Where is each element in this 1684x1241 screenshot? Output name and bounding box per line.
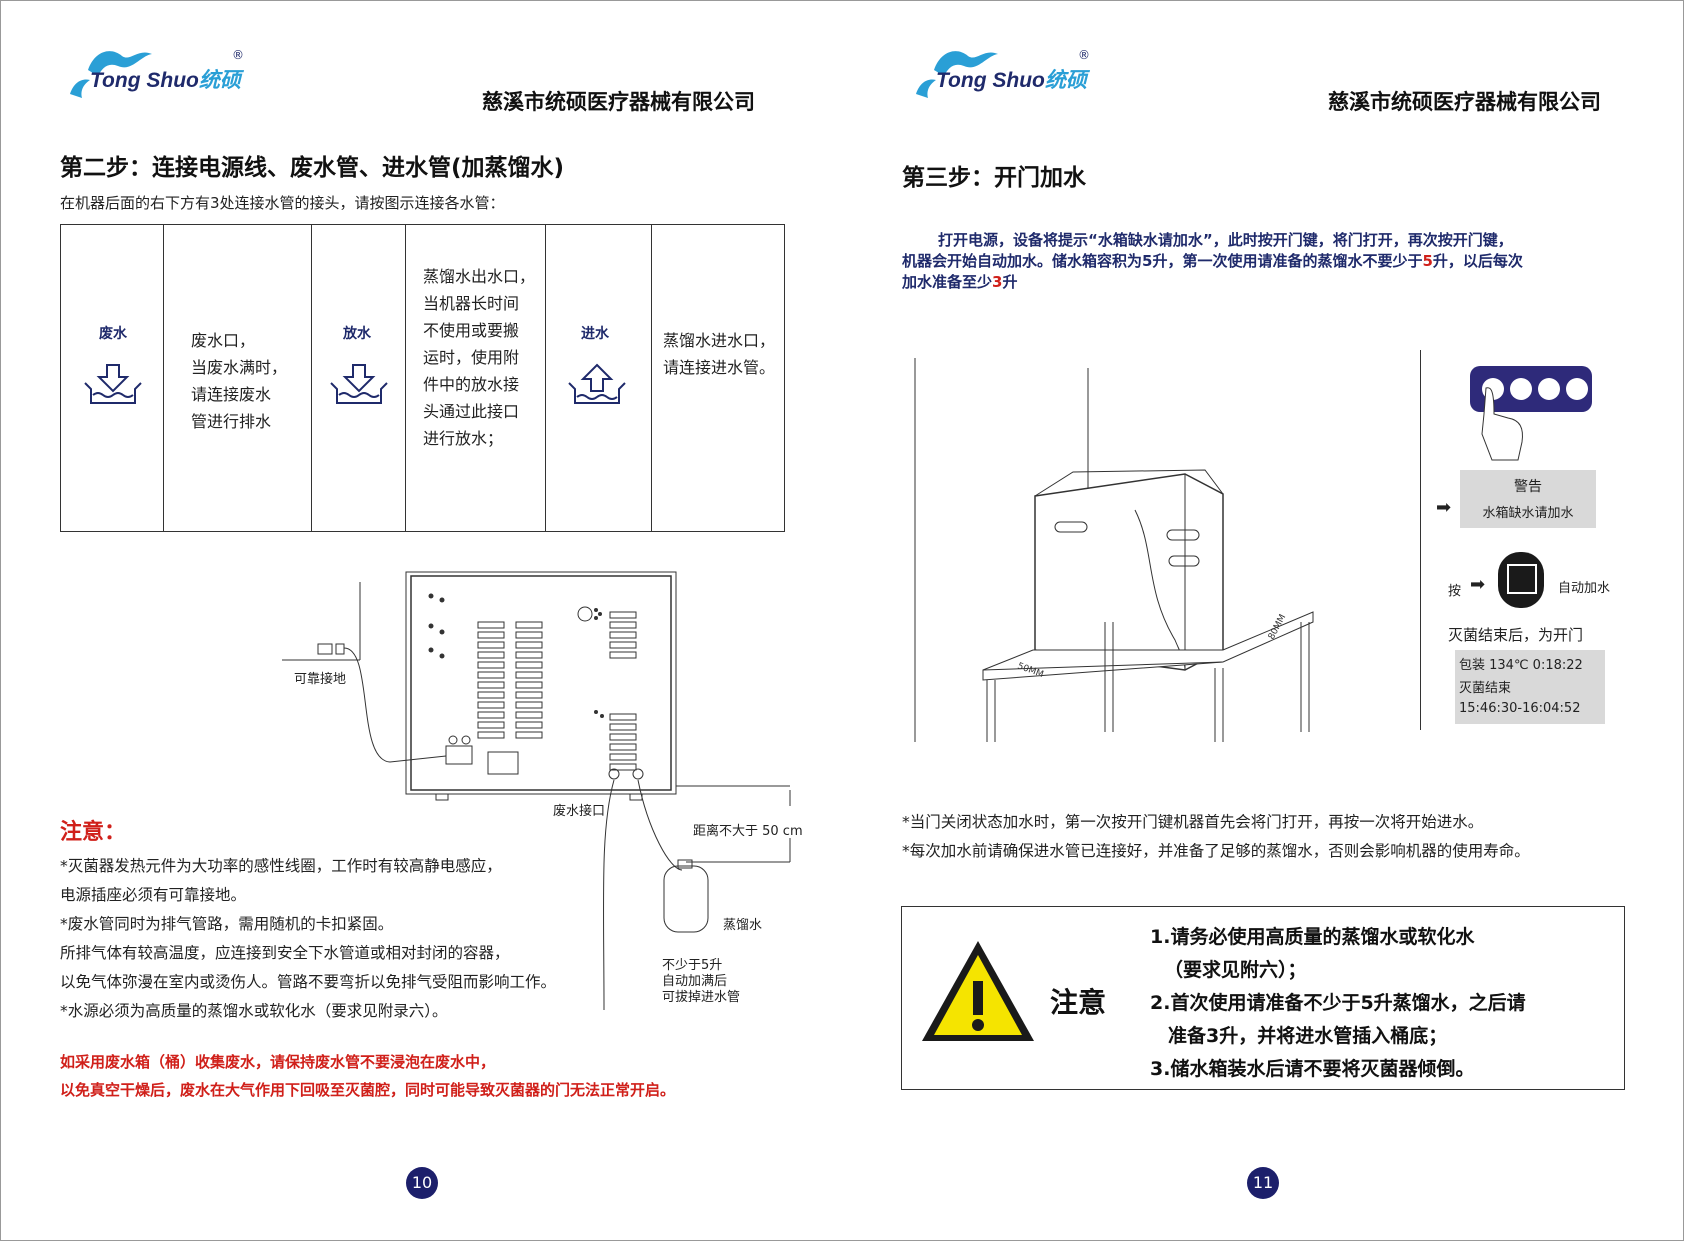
bottle-note: 不少于5升 自动加满后 可拔掉进水管 bbox=[662, 958, 741, 1005]
status-line-1: 包装 134℃ 0:18:22 bbox=[1459, 658, 1583, 673]
drain-water-icon bbox=[330, 364, 388, 404]
company-name: 慈溪市统硕医疗器械有限公司 bbox=[482, 90, 755, 114]
connection-table: 废水 废水口， 当废水满时， 请连接废水 管进行排水 放水 蒸馏水出水口， 当机… bbox=[60, 224, 785, 532]
drain-text-cell: 蒸馏水出水口， 当机器长时间 不使用或要搬 运时，使用附 件中的放水接 头通过此… bbox=[405, 225, 546, 531]
ground-label: 可靠接地 bbox=[294, 672, 347, 687]
waste-port-label: 废水接口 bbox=[553, 804, 606, 819]
logo-mark-icon bbox=[916, 51, 998, 98]
up-button[interactable] bbox=[1510, 378, 1532, 400]
inlet-icon-cell: 进水 bbox=[545, 225, 652, 531]
page-number-right: 11 bbox=[1247, 1167, 1279, 1199]
warning-display-title: 警告 bbox=[1514, 479, 1542, 495]
intro-text: 在机器后面的右下方有3处连接水管的接头，请按图示连接各水管： bbox=[60, 194, 505, 212]
drain-description: 蒸馏水出水口， 当机器长时间 不使用或要搬 运时，使用附 件中的放水接 头通过此… bbox=[423, 267, 536, 448]
right-notes: *当门关闭状态加水时，第一次按开门键机器首先会将门打开，再按一次将开始进水。 *… bbox=[902, 813, 1530, 860]
section-title-right: 第三步：开门加水 bbox=[902, 165, 1086, 191]
waste-description: 废水口， 当废水满时， 请连接废水 管进行排水 bbox=[191, 331, 288, 431]
inlet-description: 蒸馏水进水口， 请连接进水管。 bbox=[663, 331, 776, 377]
waste-label: 废水 bbox=[99, 326, 127, 342]
section-title: 第二步：连接电源线、废水管、进水管(加蒸馏水) bbox=[60, 155, 565, 181]
power-button[interactable] bbox=[1566, 378, 1588, 400]
waste-icon-cell: 废水 bbox=[61, 225, 164, 531]
inlet-text-cell: 蒸馏水进水口， 请连接进水管。 bbox=[651, 225, 784, 531]
arrow-right-icon: ➡ bbox=[1436, 497, 1452, 518]
pointing-finger-icon bbox=[1481, 387, 1523, 461]
rear-connection-diagram bbox=[282, 571, 791, 1010]
warning-display: 警告 水箱缺水请加水 bbox=[1460, 470, 1596, 528]
company-logo-right: Tong Shuo统硕 ® bbox=[906, 42, 1106, 102]
drain-icon-cell: 放水 bbox=[311, 225, 406, 531]
press-label: 按 bbox=[1448, 584, 1462, 599]
warning-label: 注意 bbox=[1050, 986, 1107, 1019]
sterilizer-diagram: 50MM 80MM bbox=[914, 358, 1314, 742]
drain-label: 放水 bbox=[343, 326, 371, 342]
status-line-3: 15:46:30-16:04:52 bbox=[1459, 701, 1581, 716]
status-line-2: 灭菌结束 bbox=[1459, 681, 1512, 696]
warning-triangle-icon bbox=[922, 941, 1034, 1041]
logo-mark-icon bbox=[70, 51, 152, 98]
status-display: 包装 134℃ 0:18:22 灭菌结束 15:46:30-16:04:52 bbox=[1455, 650, 1605, 724]
bottle-label: 蒸馏水 bbox=[723, 918, 763, 933]
note-title: 注意： bbox=[60, 820, 127, 845]
inlet-label: 进水 bbox=[581, 326, 609, 342]
warning-display-text: 水箱缺水请加水 bbox=[1482, 506, 1574, 521]
waste-water-icon bbox=[84, 364, 142, 404]
down-button[interactable] bbox=[1538, 378, 1560, 400]
distance-label: 距离不大于 50 cm bbox=[693, 824, 803, 839]
page-number-left: 10 bbox=[406, 1167, 438, 1199]
after-sterilize-label: 灭菌结束后，为开门 bbox=[1448, 626, 1584, 644]
waste-text-cell: 废水口， 当废水满时， 请连接废水 管进行排水 bbox=[163, 225, 312, 531]
arrow-right-icon: ➡ bbox=[1470, 574, 1486, 595]
inlet-water-icon bbox=[568, 363, 626, 404]
instruction-paragraph: 打开电源，设备将提示“水箱缺水请加水”，此时按开门键，将门打开，再次按开门键， … bbox=[902, 231, 1523, 291]
company-logo: Tong Shuo统硕 ® bbox=[60, 42, 260, 102]
warning-lines: 1.请务必使用高质量的蒸馏水或软化水 （要求见附六）； 2.首次使用请准备不少于… bbox=[1150, 926, 1526, 1080]
open-door-key-icon[interactable] bbox=[1498, 552, 1544, 608]
notes-list: *灭菌器发热元件为大功率的感性线圈，工作时有较高静电感应， 电源插座必须有可靠接… bbox=[60, 857, 557, 1020]
red-notes: 如采用废水箱（桶）收集废水，请保持废水管不要浸泡在废水中， 以免真空干燥后，废水… bbox=[60, 1053, 676, 1099]
warning-box: 注意 1.请务必使用高质量的蒸馏水或软化水 （要求见附六）； 2.首次使用请准备… bbox=[901, 906, 1625, 1090]
company-name-right: 慈溪市统硕医疗器械有限公司 bbox=[1328, 90, 1601, 114]
divider-line bbox=[1420, 350, 1421, 730]
auto-fill-label: 自动加水 bbox=[1558, 581, 1611, 596]
